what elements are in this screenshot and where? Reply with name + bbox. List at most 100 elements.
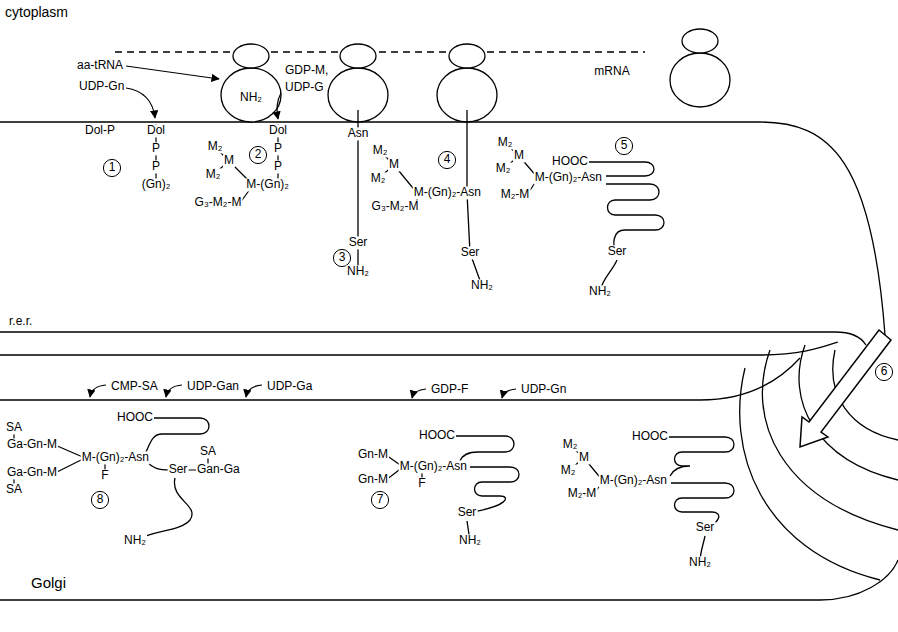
step-circle	[438, 151, 455, 168]
polypeptide	[135, 478, 192, 541]
label-text: Ga-Gn-M	[6, 466, 58, 479]
step-circle	[249, 146, 266, 163]
label-text: r.e.r.	[8, 315, 33, 328]
step-circle	[615, 137, 632, 154]
label-text: SA	[199, 445, 217, 458]
label-text: UDP-Gn	[520, 383, 567, 396]
label-text: F	[100, 469, 109, 482]
arrow	[502, 389, 516, 398]
step-number: 8	[97, 493, 104, 506]
transport-arrow	[800, 330, 891, 447]
label-text: M₂	[205, 168, 222, 181]
label-text: P	[273, 160, 283, 173]
label-text: Ser	[168, 463, 189, 476]
golgi-membrane	[0, 560, 898, 600]
label-text: NH₂	[123, 534, 147, 547]
step-number: 7	[377, 493, 384, 506]
golgi-membrane	[0, 342, 838, 355]
label-text: Dol	[146, 124, 166, 137]
step-number: 2	[255, 148, 262, 161]
label-text: NH₂	[346, 265, 370, 278]
label-text: M	[388, 158, 400, 171]
label-text: Ga-Gn-M	[6, 438, 58, 451]
polypeptide	[606, 184, 664, 252]
label-text: aa-tRNA	[76, 59, 124, 72]
label-text: Ser	[457, 506, 478, 519]
label-text: Ser	[607, 245, 628, 258]
label-text: G₃-M₂-M	[194, 196, 243, 209]
polypeptide-chains	[135, 110, 734, 563]
arrow	[412, 389, 426, 398]
mrna-strand	[115, 51, 645, 52]
label-text: NH₂	[688, 556, 712, 569]
label-text: HOOC	[551, 155, 589, 168]
arrow	[126, 88, 155, 118]
label-text: UDP-Ga	[266, 380, 313, 393]
label-text: SA	[5, 483, 23, 496]
step-circle	[103, 159, 120, 176]
label-text: Gn-M	[357, 448, 389, 461]
label-text: M₂	[495, 162, 512, 175]
label-text: GDP-M,	[284, 64, 329, 77]
arrow	[277, 93, 281, 119]
label-text: UDP-Gn	[78, 80, 125, 93]
ribosome	[449, 44, 485, 68]
label-text: HOOC	[418, 429, 456, 442]
label-text: Gn-M	[357, 473, 389, 486]
arrow	[246, 385, 262, 397]
step-circle	[371, 491, 388, 508]
label-text: GDP-F	[430, 383, 469, 396]
step-number: 6	[881, 365, 888, 378]
label-text: CMP-SA	[110, 380, 159, 393]
label-text: F	[417, 477, 426, 490]
ribosome	[340, 44, 376, 68]
arrow	[126, 66, 219, 79]
step-circle	[333, 249, 350, 266]
precursor-arrows	[90, 66, 516, 398]
arrow	[90, 385, 106, 397]
polypeptide	[455, 436, 514, 461]
label-text: M₂-M	[500, 188, 531, 201]
label-text: UDP-G	[284, 81, 325, 94]
label-text: mRNA	[593, 65, 630, 78]
label-text: Ser	[695, 521, 716, 534]
label-text: Gan-Ga	[196, 463, 241, 476]
label-text: P	[151, 160, 161, 173]
label-text: M₂	[562, 438, 579, 451]
golgi-cisterna	[740, 368, 880, 580]
label-text: M₂	[560, 464, 577, 477]
rer-membrane	[0, 122, 885, 335]
step-number: 4	[444, 153, 451, 166]
ribosomes	[221, 29, 730, 122]
ribosome	[221, 68, 281, 122]
rer-membrane	[0, 332, 866, 345]
ribosome	[233, 44, 269, 68]
label-text: M	[223, 154, 235, 167]
label-text: M	[513, 149, 525, 162]
label-text: M-(Gn)₂-Asn	[399, 460, 468, 473]
label-text: M-(Gn)₂-Asn	[413, 186, 482, 199]
label-text: M₂-M	[567, 487, 598, 500]
label-text: NH₂	[458, 534, 482, 547]
label-text: M₂	[497, 136, 514, 149]
label-text: M₂	[207, 140, 224, 153]
ribosome	[682, 29, 718, 53]
step-circle	[91, 491, 108, 508]
label-text: cytoplasm	[4, 5, 69, 20]
label-text: M-(Gn)₂	[245, 178, 290, 191]
ribosome	[670, 53, 730, 107]
label-text: M₂	[370, 172, 387, 185]
polypeptide	[668, 437, 734, 476]
bond	[14, 428, 208, 490]
label-text: HOOC	[631, 430, 669, 443]
label-text: NH₂	[239, 91, 263, 104]
label-text: Ser	[348, 236, 369, 249]
bonds	[14, 124, 603, 494]
arrow	[166, 385, 182, 397]
step-number: 3	[339, 251, 346, 264]
step-number: 5	[621, 139, 628, 152]
label-text: Dol	[268, 124, 288, 137]
label-text: NH₂	[470, 279, 494, 292]
